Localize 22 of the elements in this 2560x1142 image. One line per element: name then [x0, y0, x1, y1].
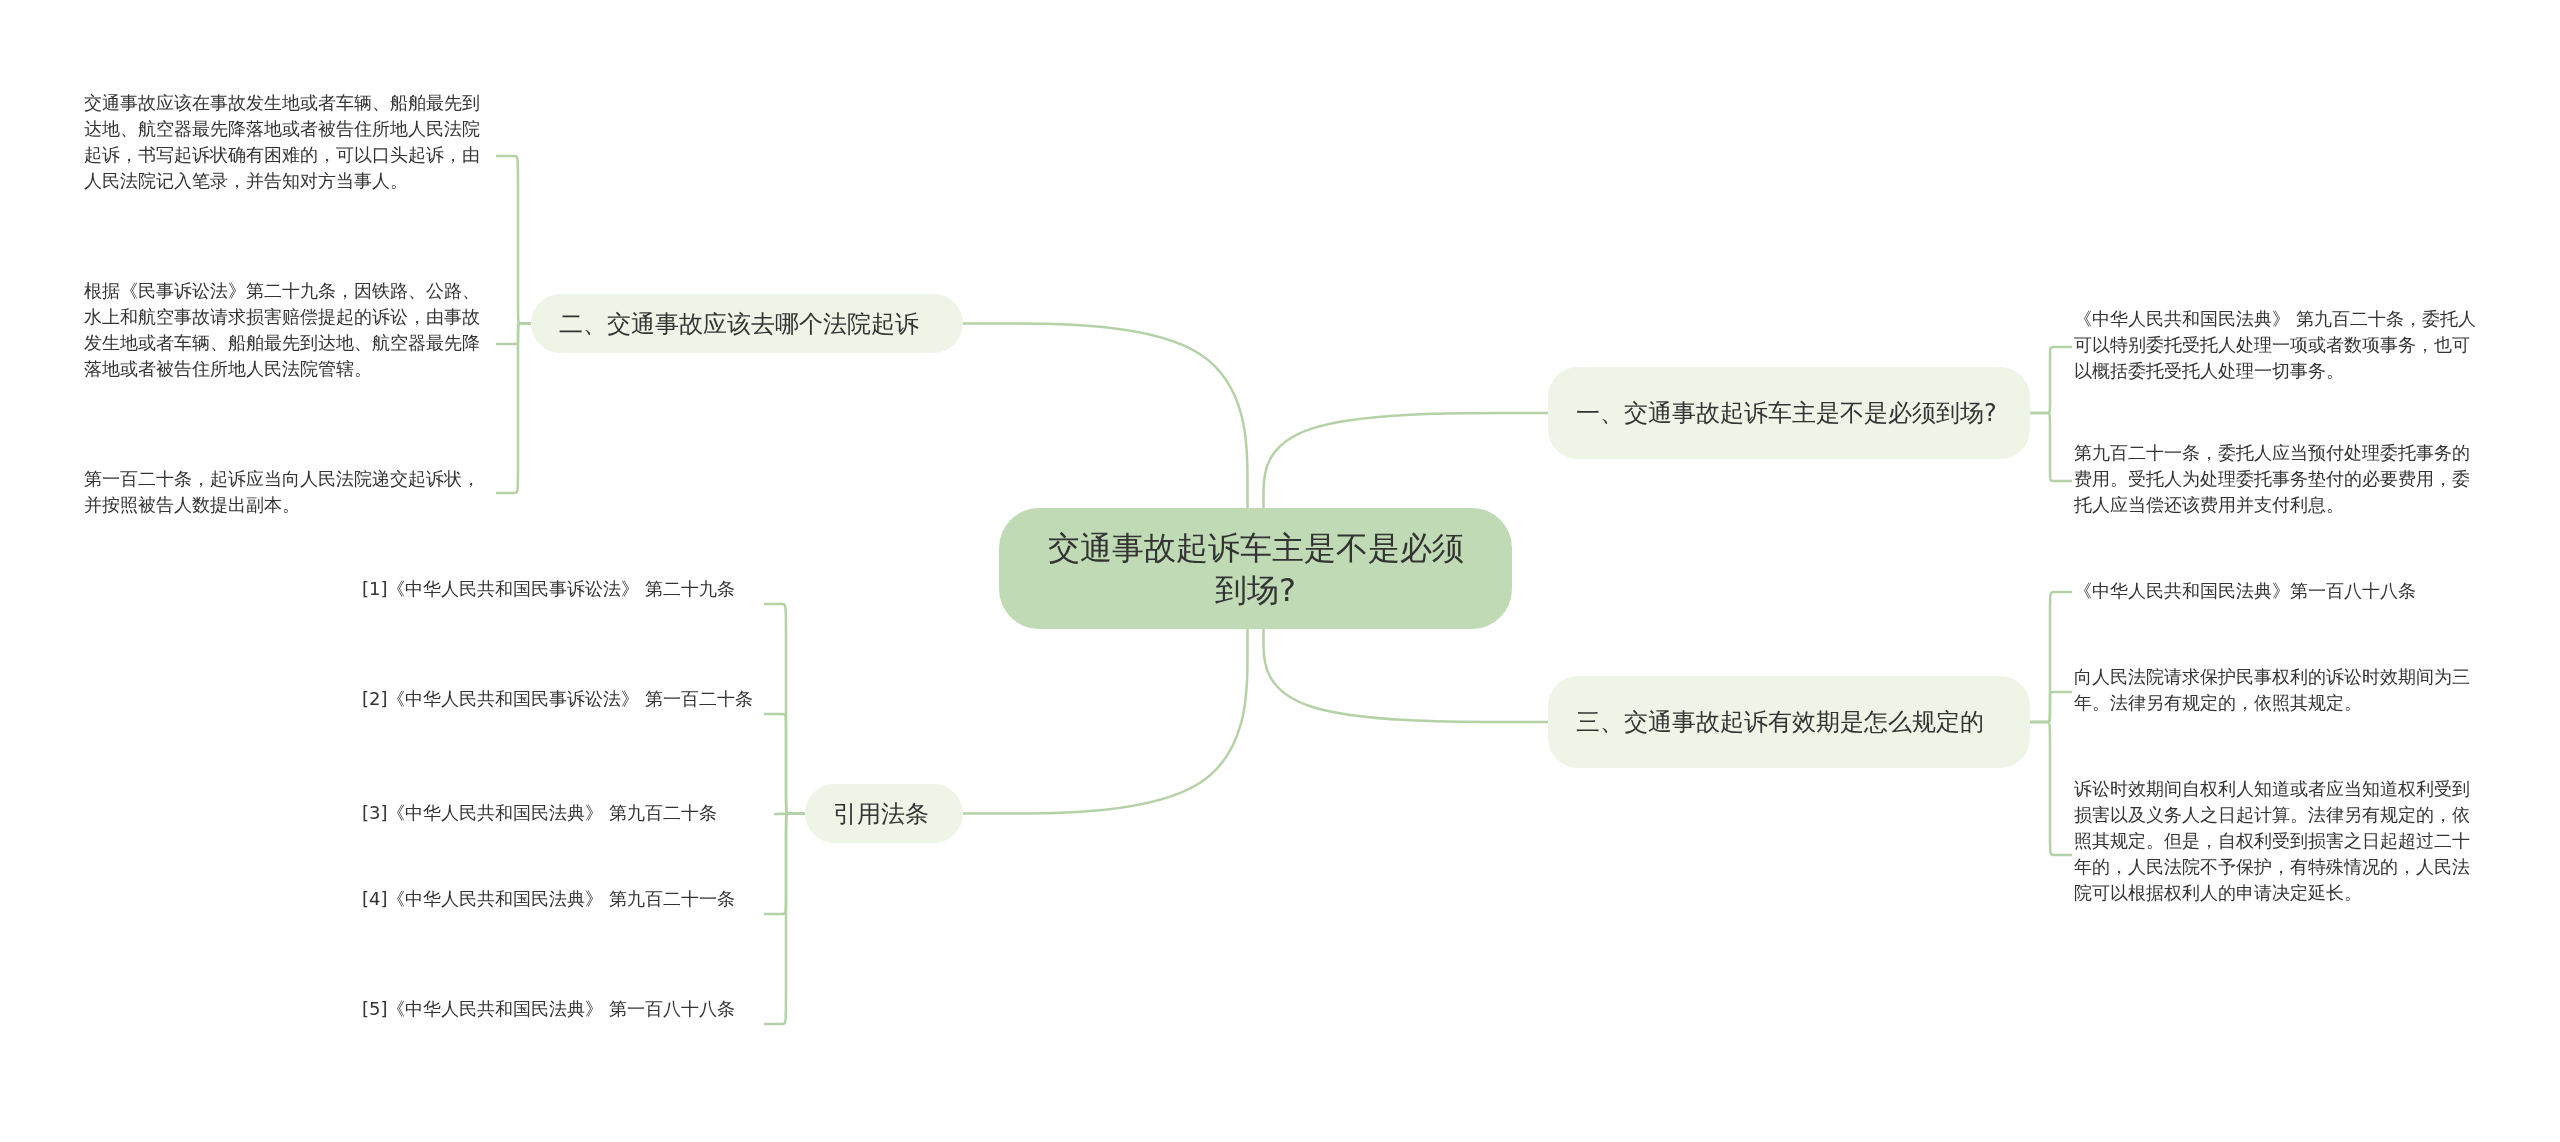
leaf-note: 向人民法院请求保护民事权利的诉讼时效期间为三年。法律另有规定的，依照其规定。 [2074, 664, 2484, 720]
leaf-note: 《中华人民共和国民法典》 第九百二十条，委托人可以特别委托受托人处理一项或者数项事务，也可以概括委托受托人处理一切事务。 [2074, 306, 2484, 388]
leaf-note: [5]《中华人民共和国民法典》 第一百八十八条 [362, 996, 762, 1052]
connector-line [1262, 629, 1548, 724]
leaf-note: [3]《中华人民共和国民法典》 第九百二十条 [362, 800, 772, 828]
leaf-note: 交通事故应该在事故发生地或者车辆、船舶最先到达地、航空器最先降落地或者被告住所地人民法院起诉，书写起诉状确有困难的，可以口头起诉，由人民法院记入笔录，并告知对方当事人。 [84, 90, 494, 222]
leaf-note: 第一百二十条，起诉应当向人民法院递交起诉状，并按照被告人数提出副本。 [84, 466, 494, 520]
leaf-note: 根据《民事诉讼法》第二十九条，因铁路、公路、水上和航空事故请求损害赔偿提起的诉讼，由事故发生地或者车辆、船舶最先到达地、航空器最先降落地或者被告住所地人民法院管辖。 [84, 278, 494, 410]
connector-line [963, 629, 1249, 815]
connector-line [1262, 411, 1548, 508]
leaf-note: [4]《中华人民共和国民法典》 第九百二十一条 [362, 886, 762, 942]
central-topic: 交通事故起诉车主是不是必须到场? [999, 508, 1512, 629]
leaf-note: 第九百二十一条，委托人应当预付处理委托事务的费用。受托人为处理委托事务垫付的必要费用，委托人应当偿还该费用并支付利息。 [2074, 440, 2484, 522]
branch-topic: 三、交通事故起诉有效期是怎么规定的 [1548, 676, 2030, 768]
branch-topic: 引用法条 [805, 784, 963, 843]
branch-topic: 一、交通事故起诉车主是不是必须到场? [1548, 367, 2030, 459]
leaf-note: [2]《中华人民共和国民事诉讼法》 第一百二十条 [362, 686, 762, 742]
leaf-note: 诉讼时效期间自权利人知道或者应当知道权利受到损害以及义务人之日起计算。法律另有规定的，依照其规定。但是，自权利受到损害之日起超过二十年的，人民法院不予保护，有特殊情况的，人民法院可以根据权利人的申请决定延长。 [2074, 776, 2484, 934]
leaf-note: [1]《中华人民共和国民事诉讼法》 第二十九条 [362, 576, 762, 632]
leaf-note: 《中华人民共和国民法典》第一百八十八条 [2074, 578, 2494, 606]
connector-line [963, 322, 1249, 508]
branch-topic: 二、交通事故应该去哪个法院起诉 [531, 294, 963, 353]
